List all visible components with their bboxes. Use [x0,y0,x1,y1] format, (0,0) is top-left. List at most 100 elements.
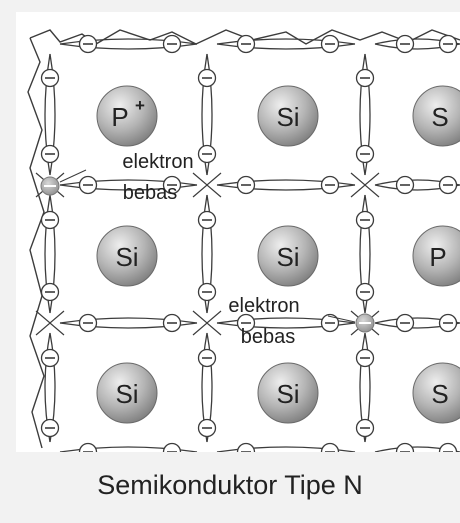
crystal-left-edge [27,37,45,449]
electron [40,210,60,230]
bond-line [216,446,356,452]
bond-line [216,38,356,45]
electron [78,34,98,54]
free-electron-label-1: elektron bebas [122,151,193,204]
svg-text:bebas: bebas [241,326,296,348]
bond-line [59,179,198,186]
atom-si: Si [257,362,319,424]
electron [438,175,458,195]
atom-si: Si [96,225,158,287]
electron [162,34,182,54]
lattice-panel [16,12,460,452]
atom-label: S [431,102,448,132]
atom-sphere [412,85,460,147]
atom-sphere [257,85,319,147]
electron [197,144,217,164]
electron [320,313,340,333]
bond-line [216,317,356,324]
atom-label: Si [276,379,299,409]
electron [355,418,375,438]
bond-line [59,43,198,50]
atom-sphere [96,85,158,147]
atom-label: Si [115,242,138,272]
electron [395,175,415,195]
bond-line [216,184,356,191]
bond-node [192,310,222,336]
atom-p-plus: P + [96,85,158,147]
electron [197,418,217,438]
electron [162,175,182,195]
electron [40,144,60,164]
bond-line [217,451,355,452]
atom-sphere [412,362,460,424]
electron [320,175,340,195]
atom-p-partial: P [412,225,460,287]
bond-node [350,172,380,198]
atom-s-partial: S [412,362,460,424]
electron [236,442,256,452]
electron [197,68,217,88]
electron [438,34,458,54]
free-electron-label-2: elektron bebas [228,295,299,348]
atom-si: Si [96,362,158,424]
electron [162,313,182,333]
svg-text:elektron: elektron [122,151,193,173]
diagram-caption: Semikonduktor Tipe N [97,470,363,500]
free-electron-1 [40,176,60,196]
electron [197,348,217,368]
bond-node [192,172,222,198]
bond-line [60,451,197,452]
free-electron-1-leader [59,169,87,183]
bond-line [59,322,198,329]
bond-electrons [40,34,458,452]
atom-charge: + [135,96,145,115]
atom-sphere [412,225,460,287]
electron [320,34,340,54]
atom-label: Si [276,102,299,132]
atom-sphere [257,225,319,287]
svg-text:bebas: bebas [123,182,178,204]
atom-sphere [96,225,158,287]
bond-line [375,451,460,452]
atom-si: Si [257,225,319,287]
bond-node [35,310,65,336]
bond-line [59,446,198,452]
bond-line [216,322,356,329]
electron [40,348,60,368]
electron [197,282,217,302]
electron [40,282,60,302]
electron [197,210,217,230]
atom-sphere [257,362,319,424]
electron [438,313,458,333]
bond-line [216,43,356,50]
atom-label: P [111,102,128,132]
bond-line [59,317,198,324]
svg-text:elektron: elektron [228,295,299,317]
electron [355,282,375,302]
free-electron-2-leader [327,315,356,323]
electron [236,313,256,333]
electron [438,442,458,452]
atom-label: P [429,242,446,272]
electron [355,210,375,230]
electron [162,442,182,452]
electron [78,313,98,333]
atom-label: S [431,379,448,409]
electron [320,442,340,452]
atom-si: Si [257,85,319,147]
electron [395,442,415,452]
crystal-top-edge [29,29,460,45]
electron [355,348,375,368]
electron [236,34,256,54]
electron [40,68,60,88]
atom-s-partial: S [412,85,460,147]
electron [395,34,415,54]
electron [355,144,375,164]
electron [78,442,98,452]
electron [355,68,375,88]
bond-line [59,184,198,191]
electron [236,175,256,195]
atom-sphere [96,362,158,424]
electron [395,313,415,333]
